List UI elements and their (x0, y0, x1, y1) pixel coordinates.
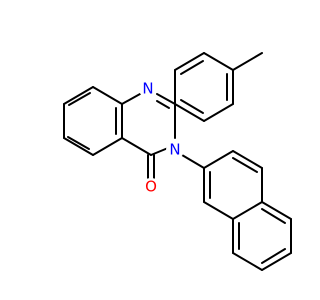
naphthyl-ring-a (203, 150, 263, 220)
bond (181, 154, 205, 169)
bond (261, 201, 292, 220)
bond (92, 86, 123, 105)
bond-double-inner (180, 99, 204, 114)
atom-label-o: O (142, 178, 160, 196)
bond (174, 52, 205, 71)
bond-double-inner (261, 208, 286, 224)
bond (203, 201, 234, 220)
bond (232, 201, 263, 220)
bond (174, 103, 205, 122)
bond (63, 86, 94, 105)
bond-double-inner (261, 248, 286, 264)
bond (203, 103, 234, 122)
bond-double-inner (156, 100, 170, 109)
benzo-ring (63, 86, 123, 156)
bond (63, 137, 94, 156)
bond (92, 137, 123, 156)
bond (121, 137, 152, 156)
atom-label-n1: N (139, 80, 157, 98)
bond (203, 52, 234, 71)
bond (232, 150, 263, 169)
bond (121, 93, 141, 105)
structure-diagram: N N O (63, 52, 292, 271)
bond-double-inner (68, 92, 91, 106)
atom-label-n3: N (166, 141, 184, 159)
bond (156, 93, 176, 105)
molecule-canvas: N N O (63, 52, 292, 271)
atom-symbol: O (145, 178, 157, 196)
bond-double-inner (180, 60, 204, 75)
naphthyl-ring-b (232, 201, 292, 271)
pyrimidinone-ring (121, 93, 176, 179)
atom-symbol: N (142, 80, 153, 98)
atom-symbol: N (169, 141, 180, 159)
bond (150, 147, 169, 156)
bond-double-inner (67, 136, 90, 150)
bond (232, 252, 263, 271)
bond (203, 150, 234, 169)
bond (261, 252, 292, 271)
bond-methyl (232, 52, 263, 71)
tolyl-ring (174, 52, 263, 122)
bond-double-inner (232, 157, 258, 173)
